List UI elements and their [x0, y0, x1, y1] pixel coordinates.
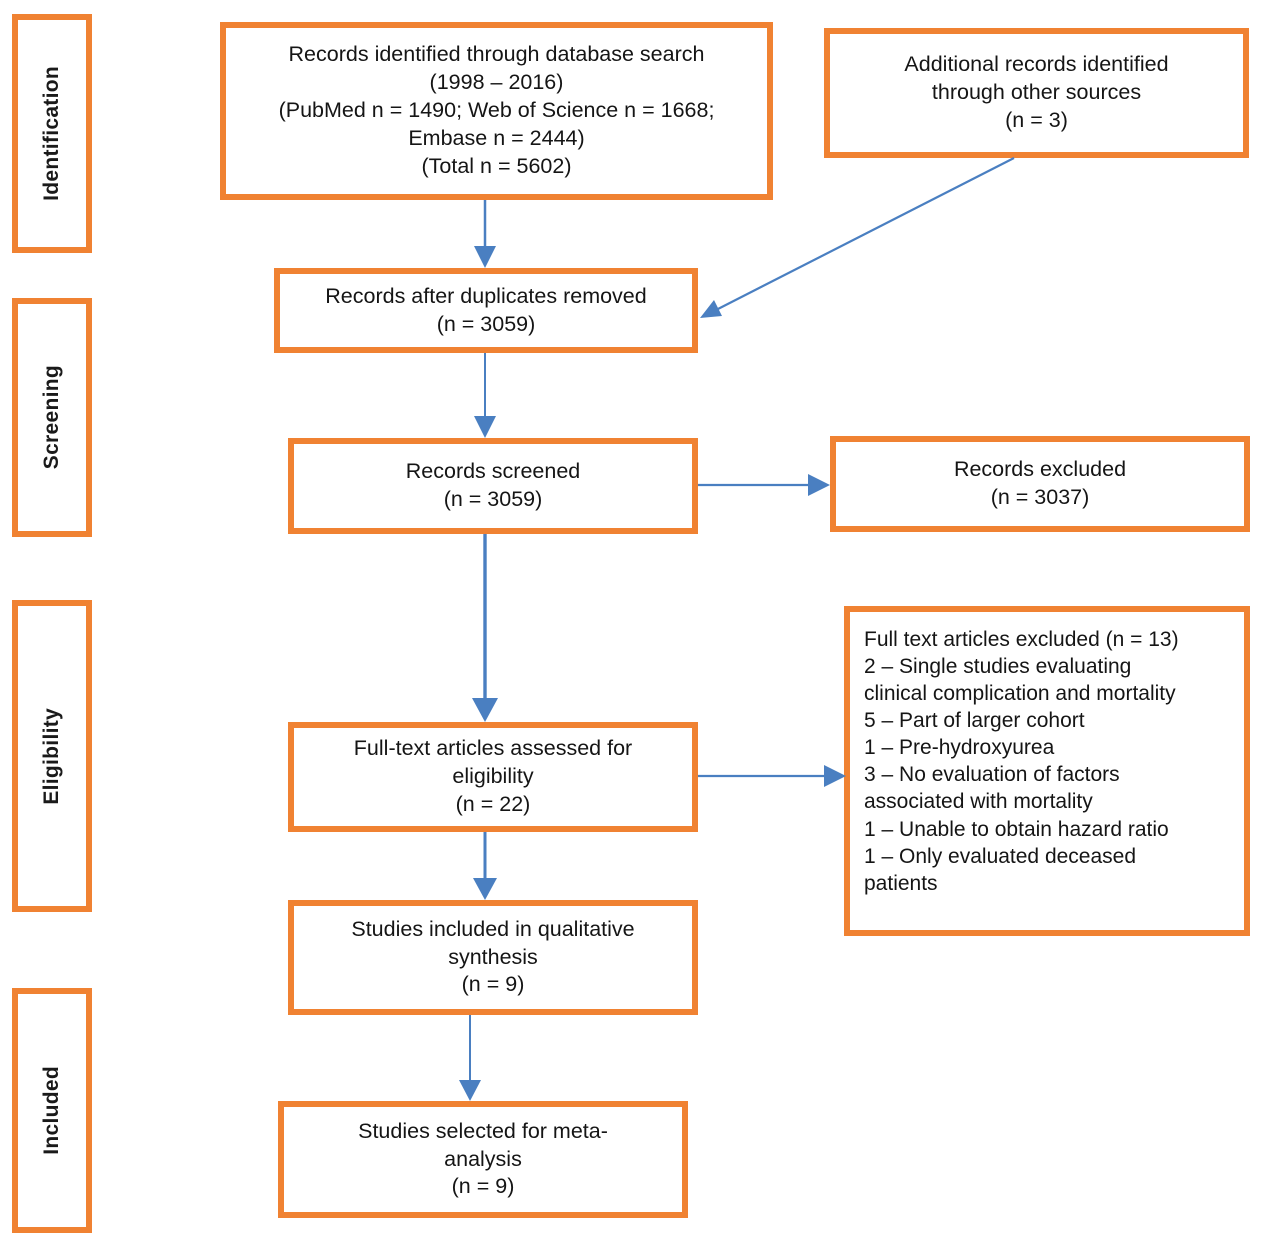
box-records-after-duplicates-removed-text: Records after duplicates removed (n = 30… [325, 283, 647, 336]
box-studies-qualitative-synthesis: Studies included in qualitative synthesi… [288, 900, 698, 1015]
box-records-after-duplicates-removed: Records after duplicates removed (n = 30… [274, 268, 698, 353]
stage-eligibility: Eligibility [12, 600, 92, 912]
box-additional-records-other-sources-text: Additional records identified through ot… [904, 52, 1169, 132]
box-fulltext-articles-excluded-text: Full text articles excluded (n = 13) 2 –… [864, 628, 1179, 895]
box-studies-selected-meta-analysis: Studies selected for meta- analysis (n =… [278, 1101, 688, 1218]
box-records-excluded-text: Records excluded (n = 3037) [953, 457, 1127, 509]
stage-included: Included [12, 988, 92, 1233]
box-fulltext-articles-assessed: Full-text articles assessed for eligibil… [288, 722, 698, 832]
arrow-screened-to-excluded [698, 474, 830, 496]
arrow-duplicates-to-screened [474, 353, 496, 438]
arrow-screened-to-fulltext [472, 534, 498, 722]
box-studies-selected-meta-analysis-text: Studies selected for meta- analysis (n =… [358, 1118, 608, 1199]
box-additional-records-other-sources: Additional records identified through ot… [824, 28, 1249, 158]
arrow-other-sources-to-duplicates [700, 157, 1015, 318]
arrow-fulltext-to-excluded [698, 765, 846, 787]
stage-screening: Screening [12, 298, 92, 537]
arrow-fulltext-to-qualitative [473, 832, 497, 900]
box-records-identified-database-search: Records identified through database sear… [220, 22, 773, 200]
arrow-qualitative-to-meta-analysis [459, 1015, 481, 1101]
box-fulltext-articles-assessed-text: Full-text articles assessed for eligibil… [353, 736, 633, 816]
box-records-identified-database-search-text: Records identified through database sear… [278, 42, 715, 178]
box-records-screened: Records screened (n = 3059) [288, 438, 698, 534]
box-records-screened-text: Records screened (n = 3059) [405, 459, 581, 511]
stage-identification: Identification [12, 14, 92, 253]
box-fulltext-articles-excluded: Full text articles excluded (n = 13) 2 –… [844, 606, 1250, 936]
arrow-database-search-to-duplicates [474, 200, 496, 268]
box-studies-qualitative-synthesis-text: Studies included in qualitative synthesi… [351, 916, 635, 997]
box-records-excluded: Records excluded (n = 3037) [830, 436, 1250, 532]
